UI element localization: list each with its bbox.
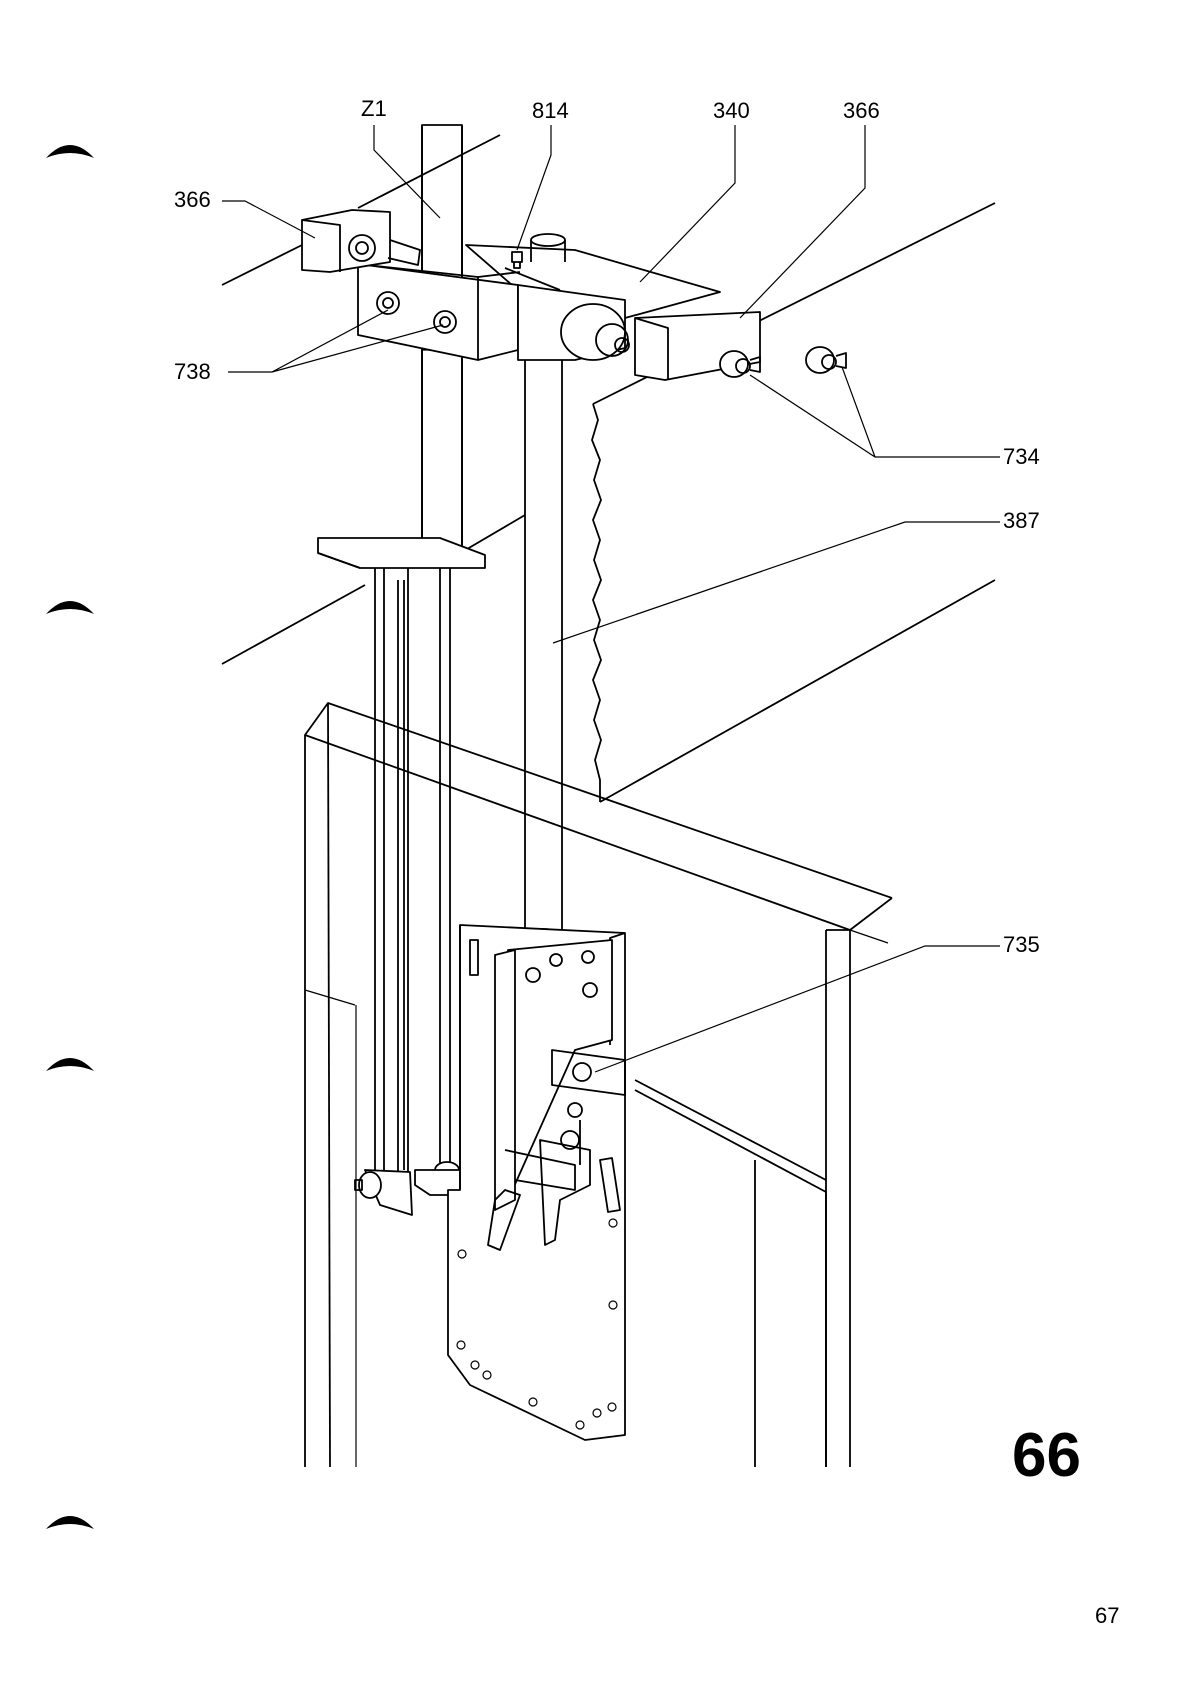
callout-366-left: 366	[174, 189, 211, 211]
callout-738: 738	[174, 361, 211, 383]
callout-366-top: 366	[843, 100, 880, 122]
callout-734: 734	[1003, 446, 1040, 468]
page-number: 67	[1095, 1605, 1119, 1627]
wing-screws-734	[720, 347, 846, 377]
callout-340: 340	[713, 100, 750, 122]
latch-plate-735	[448, 925, 625, 1440]
callout-814: 814	[532, 100, 569, 122]
arm-line	[222, 245, 302, 285]
arm-line	[222, 585, 365, 664]
callout-z1: Z1	[361, 98, 387, 120]
guide-rod	[524, 335, 562, 941]
end-block-366-left	[302, 210, 420, 272]
figure-number: 66	[1012, 1425, 1081, 1487]
callout-735: 735	[1003, 934, 1040, 956]
arm-line	[462, 515, 525, 552]
callout-387: 387	[1003, 510, 1040, 532]
